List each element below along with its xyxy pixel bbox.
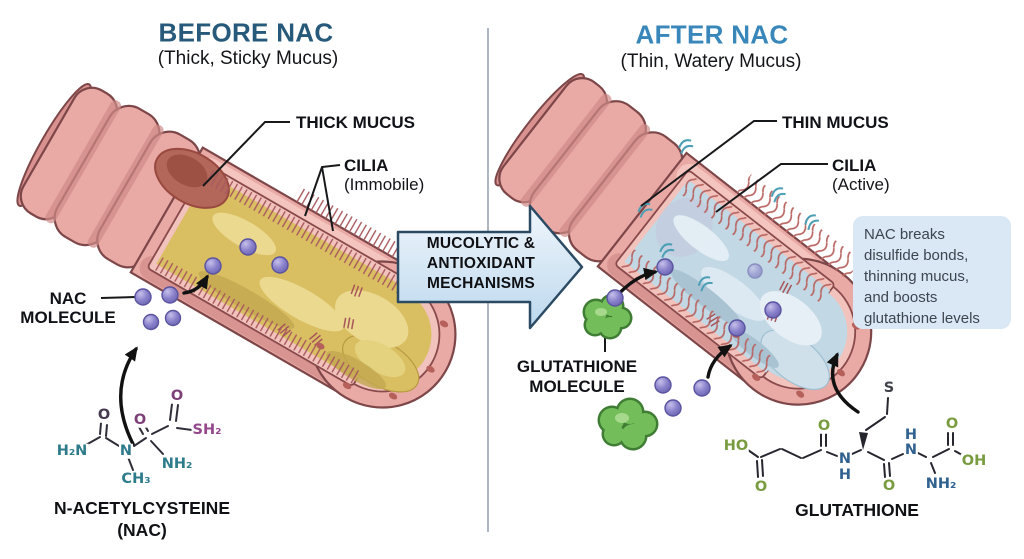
nac-atom-ch3: CH₃ [120,470,152,487]
nac-atom-o3: O [169,387,185,404]
nac-molecule-spheres [134,238,782,417]
cilia-label-before: CILIA [344,156,389,175]
after-title: AFTER NAC [635,19,789,50]
thick-mucus-label: THICK MUCUS [296,113,415,132]
stereo-wedge-bond [859,432,868,450]
nac-explanation-box: NAC breaks disulfide bonds, thinning muc… [853,216,1011,329]
cilia-state-before: (Immobile) [344,175,425,194]
immobile-cilia-row-outer [292,186,427,273]
gsh-atom-s: S [882,379,896,396]
cilia-state-after: (Active) [832,175,890,194]
gsh-atom-o1: O [753,478,769,495]
glutathione-structure-bonds [747,397,965,478]
gsh-atom-oh: OH [960,452,988,469]
glutathione-structure-name: GLUTATHIONE [795,500,919,520]
mechanism-arrow-label: MUCOLYTIC & ANTIOXIDANT MECHANISMS [426,235,536,292]
flow-arrows [119,267,860,446]
nac-atom-h2n: H₂N [55,442,89,459]
nac-structure-bonds [83,403,193,471]
transition-arrow [396,204,584,330]
active-cilia-row-outer [736,174,862,280]
active-cilia-row-top [678,175,833,303]
gsh-atom-ho: HO [722,437,750,454]
nac-molecule-label: NAC MOLECULE [20,289,116,327]
after-subtitle: (Thin, Watery Mucus) [620,51,802,72]
immobile-cilia-row-top [203,168,411,297]
gsh-atom-h1: H [837,466,853,483]
active-cilia-row-bottom [620,249,775,377]
cilia-label-after: CILIA [832,156,877,175]
nac-structure-name: N-ACETYLCYSTEINE (NAC) [54,498,230,540]
nac-atom-nh2: NH₂ [160,455,194,472]
glutathione-blob-molecules [582,293,659,451]
nac-atom-o1: O [96,406,112,423]
nac-atom-o2: O [132,411,148,428]
gsh-atom-n2: N [903,441,919,458]
gsh-atom-nh2: NH₂ [924,475,958,492]
gsh-atom-n1: N [837,450,853,467]
before-title: BEFORE NAC [158,17,334,48]
label-leader-lines [100,120,828,352]
gsh-atom-o4: O [944,415,960,432]
gsh-atom-o3: O [881,477,897,494]
gsh-atom-h2: H [903,426,919,443]
glutathione-molecule-label: GLUTATHIONE MOLECULE [516,357,638,396]
gsh-atom-o2: O [816,417,832,434]
nac-atom-n: N [118,442,134,459]
before-subtitle: (Thick, Sticky Mucus) [157,48,339,69]
nac-atom-sh2: SH₂ [191,421,223,438]
thin-mucus-label: THIN MUCUS [782,113,889,132]
airway-wall-dots [316,320,449,400]
